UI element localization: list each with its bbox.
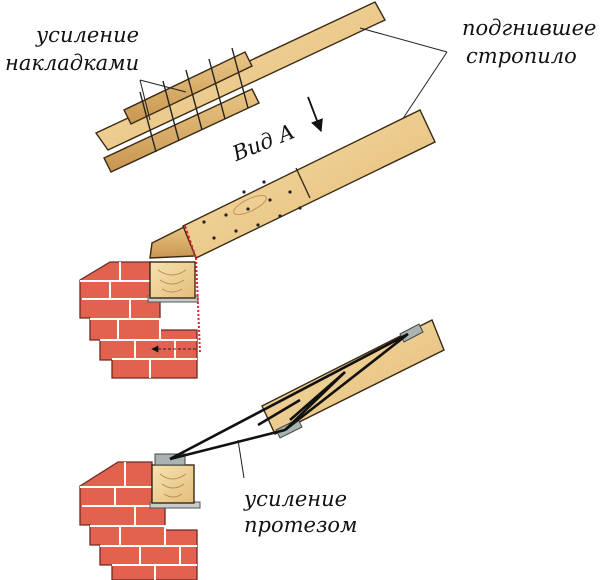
label-lining-line1: усиление	[35, 23, 139, 47]
rotten-leader-lines	[359, 27, 448, 121]
label-rotten-line1: подгнившее	[462, 16, 596, 40]
view-arrow	[307, 96, 323, 133]
lining-board-lower	[103, 88, 260, 173]
steel-shoe	[154, 453, 186, 466]
lining-bolts	[139, 47, 249, 153]
label-prosthesis-line2: протезом	[244, 513, 357, 537]
lining-board-upper	[123, 51, 253, 125]
nail-dots	[202, 180, 302, 240]
rafter-top	[94, 1, 386, 151]
wall-plate-middle	[149, 261, 196, 299]
prosthesis-leader	[237, 439, 245, 479]
brick-wall-bottom	[79, 461, 198, 580]
label-lining-line2: накладками	[5, 51, 139, 75]
label-prosthesis-line1: усиление	[243, 487, 347, 511]
rafter-middle	[182, 109, 436, 259]
bottom-assembly	[79, 319, 445, 580]
prosthesis-ties	[169, 332, 409, 461]
middle-assembly	[79, 109, 436, 379]
lining-reinforcement-group	[94, 1, 386, 173]
brick-wall-middle	[79, 261, 198, 379]
cut-lines	[184, 225, 201, 353]
label-view-a: Вид А	[228, 119, 298, 166]
lining-leader-lines	[139, 79, 187, 121]
label-rotten-line2: стропило	[466, 44, 577, 68]
